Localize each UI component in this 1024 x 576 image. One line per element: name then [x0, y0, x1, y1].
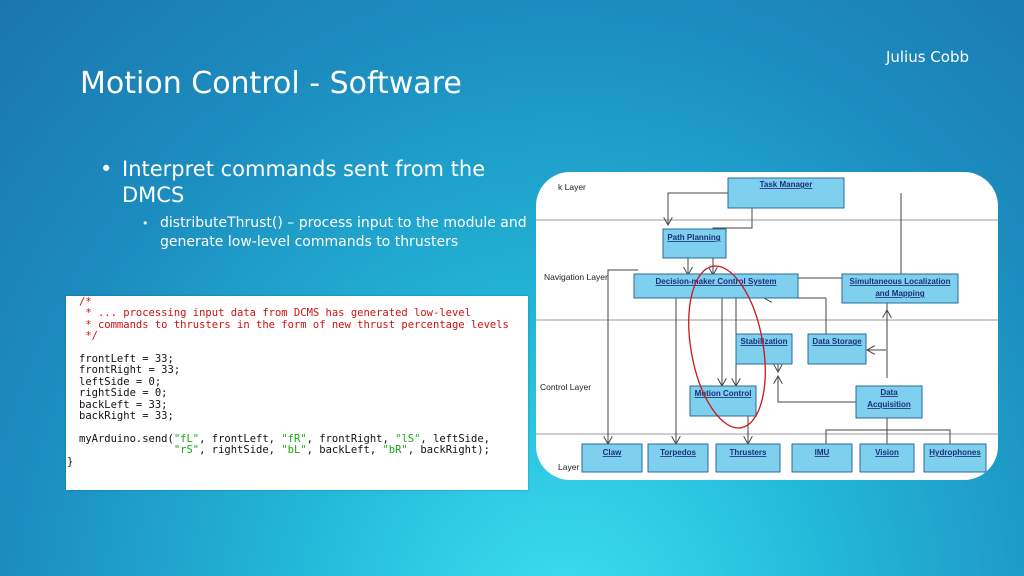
bullet-text: Interpret commands sent from the DMCS [122, 157, 486, 207]
module-thrusters [715, 443, 781, 473]
code-line: backLeft = 33; [79, 398, 168, 411]
module-label: Torpedos [660, 448, 696, 457]
sub-bullet-icon: • [142, 217, 149, 230]
code-line: "rS", rightSide, "bL", backLeft, "bR", b… [173, 444, 490, 457]
code-line: frontRight = 33; [79, 364, 181, 377]
module-claw [581, 443, 643, 473]
module-imu [791, 443, 853, 473]
module-label: IMU [815, 448, 830, 457]
module-motion-control [689, 385, 757, 417]
architecture-diagram: k Layer Navigation Layer Control Layer L… [536, 172, 998, 480]
module-label: Motion Control [695, 389, 752, 398]
module-label: Simultaneous Localization [850, 277, 951, 286]
connector [825, 429, 951, 444]
code-line: /* [79, 296, 92, 308]
connector [778, 376, 856, 403]
module-hydrophones [923, 443, 987, 473]
code-line: * ... processing input data from DCMS ha… [79, 307, 471, 320]
module-vision [859, 443, 915, 473]
module-torpedos [647, 443, 709, 473]
sub-bullet-text: distributeThrust() – process input to th… [160, 215, 527, 250]
connector [608, 269, 638, 444]
code-line: rightSide = 0; [79, 387, 168, 400]
highlight-ellipse [688, 265, 766, 429]
diagram-svg: k Layer Navigation Layer Control Layer L… [536, 177, 998, 473]
code-line: backRight = 33; [79, 410, 174, 422]
module-label: Thrusters [730, 448, 767, 457]
code-snippet: /* * ... processing input data from DCMS… [66, 296, 528, 490]
code-line: * commands to thrusters in the form of n… [79, 318, 509, 331]
module-label: Hydrophones [929, 448, 981, 457]
layer-label-navigation: Navigation Layer [544, 272, 608, 282]
bullet-icon: • [100, 157, 113, 181]
code-line: */ [79, 330, 98, 343]
module-label: Data [880, 388, 898, 397]
sub-bullet-item: • distributeThrust() – process input to … [100, 214, 540, 252]
module-label: and Mapping [875, 289, 924, 298]
module-dmcs [633, 273, 799, 299]
code-line: myArduino.send("fL", frontLeft, "fR", fr… [79, 432, 490, 445]
module-data-storage [807, 333, 867, 365]
author-name: Julius Cobb [885, 48, 969, 66]
module-label: Stabilization [740, 337, 787, 346]
layer-label-control: Control Layer [540, 382, 591, 392]
code-line: frontLeft = 33; [79, 353, 174, 365]
module-label: Acquisition [867, 400, 911, 409]
module-data-acquisition [855, 385, 923, 419]
layer-label-top: k Layer [558, 182, 586, 192]
bullet-list: • Interpret commands sent from the DMCS … [100, 156, 540, 252]
module-slam [841, 273, 959, 304]
module-label: Path Planning [667, 233, 720, 242]
module-label: Decision-maker Control System [656, 277, 777, 286]
module-label: Task Manager [760, 180, 813, 189]
code-line: leftSide = 0; [79, 375, 162, 388]
module-path-planning [662, 228, 727, 259]
module-task-manager [727, 177, 845, 209]
module-label: Claw [603, 448, 622, 457]
code-line: } [67, 455, 74, 468]
module-label: Data Storage [812, 337, 862, 346]
connector [668, 192, 728, 225]
slide-title: Motion Control - Software [80, 66, 462, 101]
layer-label-bottom: Layer [558, 462, 579, 472]
module-label: Vision [875, 448, 899, 457]
bullet-item: • Interpret commands sent from the DMCS [100, 156, 540, 208]
